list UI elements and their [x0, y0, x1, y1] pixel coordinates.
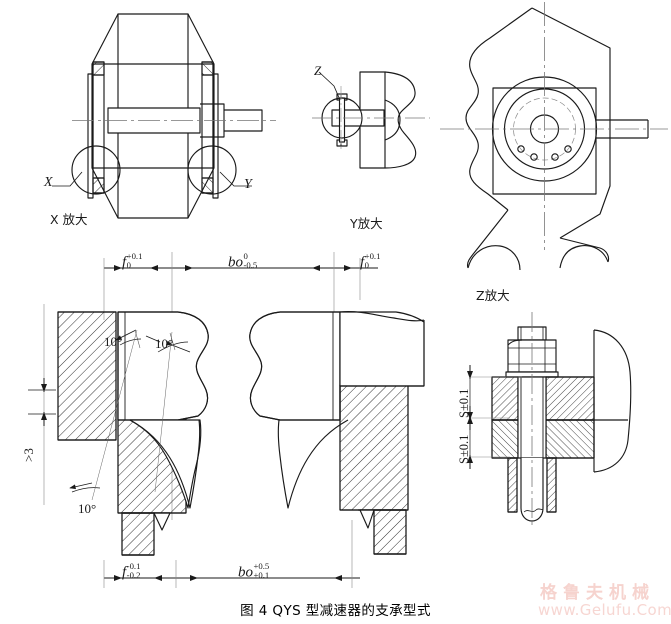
angle-label-2: 10°: [155, 336, 174, 351]
view-main-section: [52, 13, 276, 219]
view-end: [440, 2, 668, 271]
angle-label-3: 10°: [78, 501, 97, 516]
callout-x-label: X: [44, 175, 53, 190]
dim-sup: -0.1: [126, 561, 141, 571]
dim-symbol: f: [360, 254, 365, 271]
z-dim-s-lower: S±0.1: [457, 434, 471, 464]
dim-sup: +0.1: [126, 251, 143, 261]
z-detail-title: Z放大: [476, 288, 510, 303]
callout-y-label: Y: [244, 177, 252, 192]
y-detail-title: Y放大: [350, 216, 383, 231]
dim-sub: -0.2: [126, 569, 141, 580]
dim-sup: 0: [243, 251, 248, 261]
dim-bottom-bo: bo+0.5+0.1: [238, 562, 269, 581]
dim-symbol: f: [122, 254, 127, 271]
dim-symbol: bo: [238, 564, 253, 581]
dim-symbol: bo: [228, 254, 243, 271]
dim-sub: -0.5: [243, 259, 258, 270]
dim-sup: +0.1: [364, 251, 381, 261]
dim-sub: 0: [126, 259, 132, 270]
view-z-detail: [467, 312, 632, 528]
dim-sub: 0: [364, 259, 370, 270]
z-dim-s-upper: S±0.1: [457, 388, 471, 418]
x-detail-title: X 放大: [50, 212, 88, 227]
dim-vertical-min: >3: [21, 448, 36, 462]
view-enlarged-section: [28, 252, 425, 588]
callout-z-label: Z: [314, 63, 322, 78]
dim-symbol: f: [122, 564, 127, 581]
dim-sup: +0.5: [253, 561, 270, 571]
view-y-detail: [312, 71, 430, 169]
dim-sub: +0.1: [253, 569, 270, 580]
dim-bottom-f: f-0.1-0.2: [122, 562, 140, 581]
figure-caption: 图 4 QYS 型减速器的支承型式: [240, 603, 431, 619]
angle-label-1: 10°: [104, 334, 123, 349]
